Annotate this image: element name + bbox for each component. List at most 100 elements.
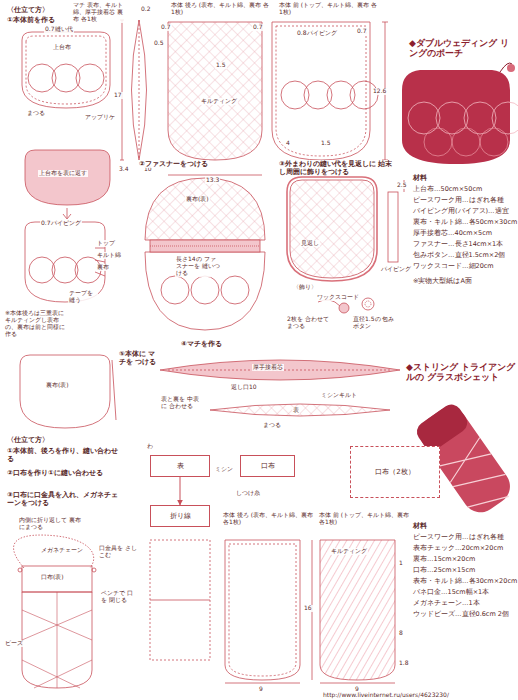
label: ピースワーク用…はぎれ各種 [412,534,505,541]
label: キルティング [200,98,238,105]
label: 2.5 [396,182,408,189]
label: 0.2 [140,6,152,13]
step-heading: ②ファスナーをつける [138,160,209,168]
step-heading: ③外まわりの縫い代を見返しに 始末し周囲に飾りをつける [278,160,400,176]
label: 本体 前 (トップ、キルト綿、裏布 各1枚) [318,512,412,526]
label: 8 [398,630,404,637]
fabric-piece-box: 口布 [240,455,295,477]
label: テープを 縫う [68,290,98,304]
step-heading: ②口布を作り①に縫い合わせる [6,469,123,477]
label: パイピング [380,266,412,273]
label: メガネチェーン [40,547,84,554]
label: 0.7 [356,28,368,35]
label: 1.8 [398,660,410,667]
label: 厚手接着芯…40cm×5cm [412,230,493,237]
label: ※実物大型紙はA面 [412,278,473,285]
label: パイピング用(バイアス)…適宜 [412,208,510,215]
step-heading: ⑤本体に マチを つける [118,350,160,366]
label: ペンチで 口を 閉じる [100,590,134,604]
step-heading: 〈仕立て方〉 [6,6,50,14]
fabric-piece-box: 口布（2枚） [350,446,440,498]
label: アップリケ [84,114,116,121]
label: 〈飾り〉 [292,284,318,291]
label: 0.7 [252,24,264,31]
step-heading: ◆ストリング トライアングルの グラスポシェット [405,362,517,383]
label: まつる [26,110,46,117]
label: 0.5 [153,40,165,47]
label: ウッドビーズ…直径0.6cm 2個 [412,611,510,618]
label: 1 [398,560,404,567]
label: 見返し [300,240,320,247]
label: 3.4 [118,166,130,173]
label: トップ [96,240,116,247]
label: 17 [113,92,123,99]
label: 裏布(表) [185,196,210,203]
step-heading: ③口布に口金具を入れ、メガネチェーンをつける [6,491,123,507]
label: http://www.liveinternet.ru/users/4623230… [322,692,450,699]
label: ミシンキルト [320,392,358,399]
label: 0.7パイピング [40,220,82,227]
label: わ [146,443,154,450]
label: 13.3 [205,177,220,184]
label: ミシン [214,466,234,473]
label: 口金具を さしこむ [98,545,140,559]
step-heading: ④マチを作る [180,340,223,348]
step-heading: ①本体前、後ろを作り、縫い合わせる [6,447,123,463]
label: ※本体後ろは三重表にキルティングし表布の、裏布は前と同様に作る [4,310,68,338]
label: 表布・キルト綿…各30cm×20cm [412,578,518,585]
fabric-piece-box: 折り線 [150,505,210,527]
label: ビーズ [4,640,24,647]
label: 4 [285,140,291,147]
label: 長さ14の ファスナーを 縫いつける [175,256,221,277]
label: 上台布 [52,44,72,51]
label: 表 [292,407,300,414]
label: ピースワーク用…はぎれ各種 [412,197,505,204]
label: 厚手接着芯 [252,364,284,371]
piece-label: 折り線 [170,511,191,521]
piece-label: 口布（2枚） [375,467,414,477]
label: 表と裏を 中表に 合わせる [160,396,202,410]
label: 返し口10 [230,384,258,391]
label: 本体 前 (トップ、キルト綿、裏布 各1枚) [278,2,380,16]
label: 2枚を 合わせてまつる [286,316,330,330]
label: 0.7 [160,24,172,31]
step-heading: 材料 [412,522,428,530]
label: 16 [303,605,313,612]
label: 1.5 [215,62,227,69]
label: 裏布・キルト綿…各50cm×30cm [412,219,518,226]
label: 12.6 [372,88,387,95]
label: 包みボタン…直径1.5cm×2個 [412,252,506,259]
step-heading: ①本体前を作る [6,16,56,24]
label: 1.5 [320,140,332,147]
label: 本体 後ろ (表布、キルト綿、裏布 各1枚) [222,512,316,526]
label: ワックスコード…細20cm [412,263,495,270]
label: 9 [258,686,264,693]
label: 口布…25cm×15cm [412,567,476,574]
piece-label: 口布 [261,461,275,471]
label: 表布チェック…20cm×20cm [412,545,504,552]
label: キルティング [330,548,368,555]
label: 口布(表) [40,574,65,581]
label: 0.7縫い代 [44,26,74,33]
label: 0.8パイピング [296,30,338,37]
label: 裏布(表) [45,382,70,389]
label: マチ 表布、キルト綿、厚手接着芯 裏布 各1枚 [72,2,124,23]
label: キルト綿 [96,252,122,259]
label: ファスナー…長さ14cm×1本 [412,241,504,248]
label: 上台布…50cm×50cm [412,186,483,193]
fabric-piece-box: 表 [150,455,210,477]
label: 裏布…15cm×20cm [412,556,476,563]
piece-label: 表 [177,461,184,471]
label: 本体 後ろ (表布、キルト綿、裏布 各1枚) [170,2,272,16]
label: メガネチェーン…1本 [412,600,481,607]
step-heading: ◆ダブルウェディング リングのポーチ [408,38,515,59]
label: 直径1.5の 包みボタン [352,316,400,330]
label: 内側に折り返して 裏布にまつる [18,517,82,531]
label: まつる [262,422,282,429]
step-heading: 〈仕立て方〉 [6,436,50,444]
label: 上台布を表に返す [38,170,88,177]
step-arrow [180,477,181,505]
label: ワックスコード [316,294,360,301]
label: しつけ糸 [235,490,261,497]
label: バネ口金…15cm幅×1本 [412,589,490,596]
